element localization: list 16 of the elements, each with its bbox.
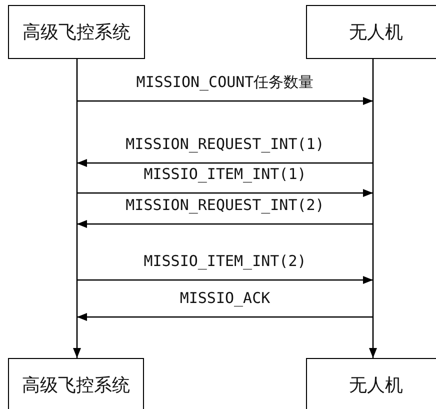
message-label: MISSIO_ITEM_INT(2) [144, 252, 306, 270]
participant-label: 高级飞控系统 [22, 374, 130, 397]
participant-label: 无人机 [349, 374, 403, 397]
participant-box [8, 358, 144, 409]
lifeline-arrow [73, 59, 81, 358]
participant-label: 无人机 [349, 21, 403, 44]
participant-box [306, 5, 436, 59]
message-label: MISSIO_ACK [180, 289, 270, 307]
message-label: MISSION_COUNT任务数量 [136, 73, 314, 91]
participant-box [306, 358, 436, 409]
participant-label: 高级飞控系统 [22, 21, 130, 44]
message-label: MISSIO_ITEM_INT(1) [144, 165, 306, 183]
message-label: MISSION_REQUEST_INT(1) [126, 135, 324, 153]
participant-box [8, 5, 145, 59]
lifeline-arrow [369, 59, 377, 358]
message-label: MISSION_REQUEST_INT(2) [126, 196, 324, 214]
